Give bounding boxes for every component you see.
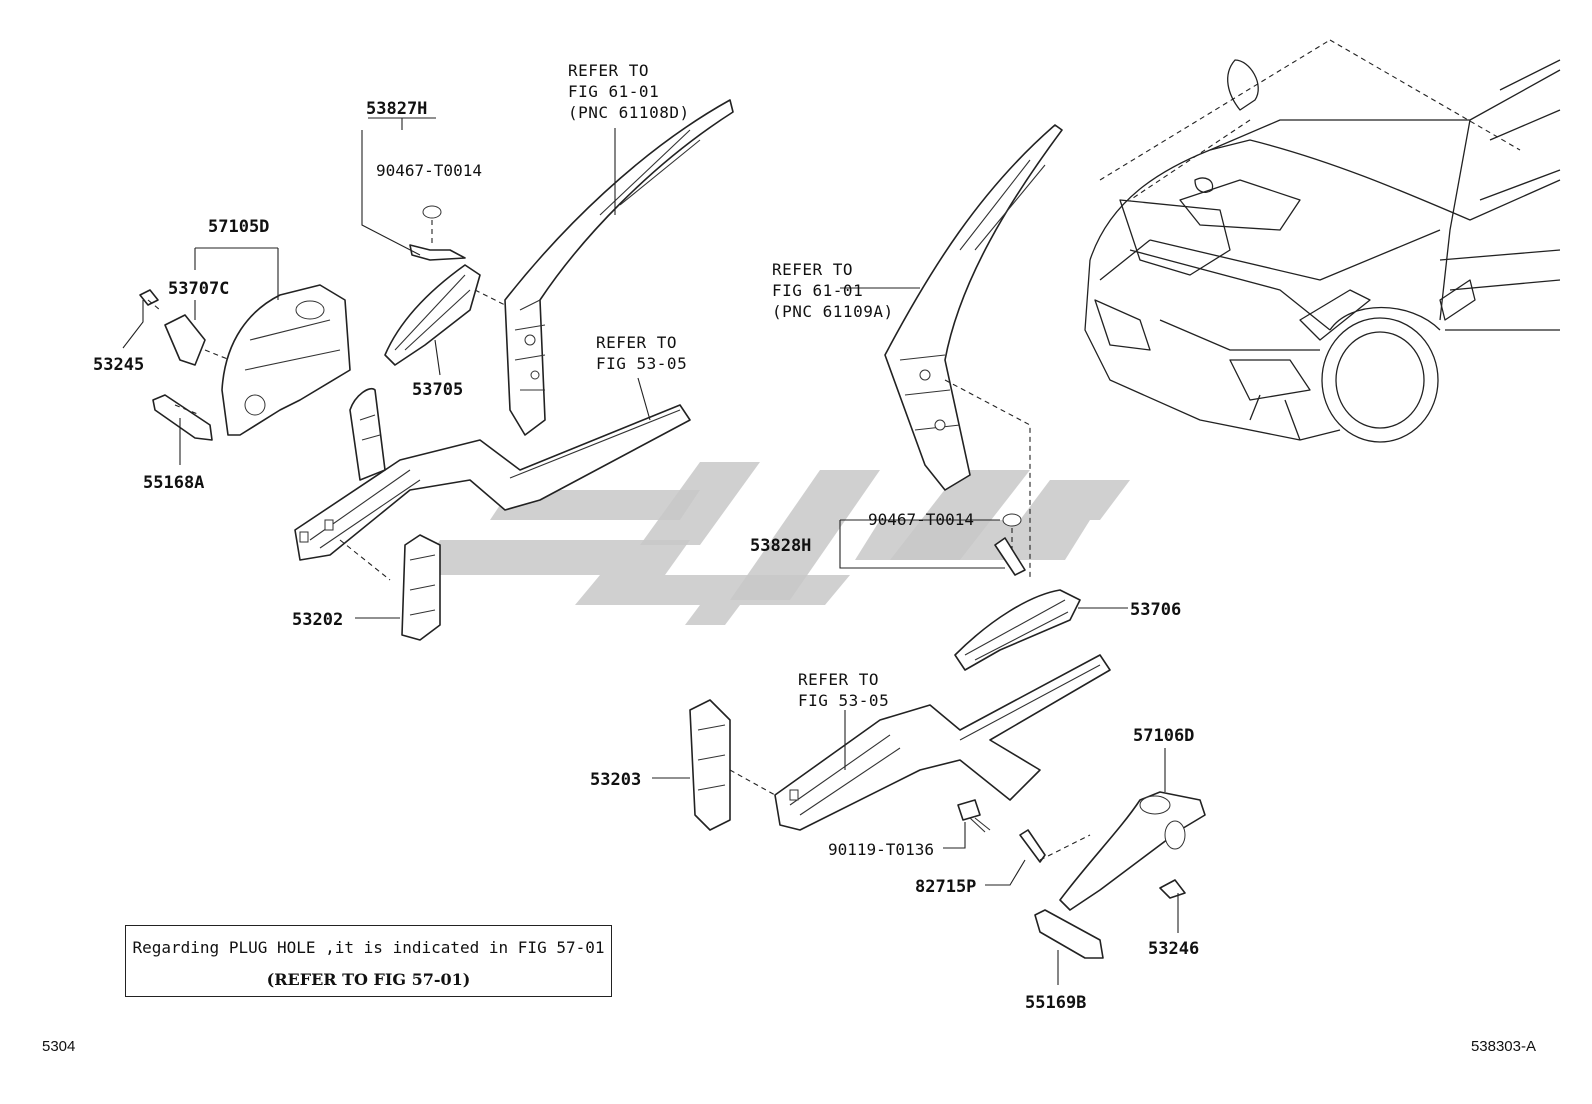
part-53706 [954,513,1081,671]
svg-text:REFER TO: REFER TO [596,333,677,352]
plug-hole-note: Regarding PLUG HOLE ,it is indicated in … [125,925,612,997]
a-pillar-left [504,99,734,436]
label-57105D: 57105D [208,217,269,237]
part-55169B [1034,909,1104,959]
part-90119-T0136 [957,799,991,833]
part-55168A [152,394,213,441]
label-53706: 53706 [1130,600,1181,620]
svg-text:REFER TO: REFER TO [772,260,853,279]
svg-text:REFER TO: REFER TO [568,61,649,80]
part-53707C [164,314,206,366]
label-55169B: 55169B [1025,993,1086,1013]
watermark-logo [420,462,1130,625]
refer-note-53-05-right: REFER TO FIG 53-05 [798,670,889,710]
label-53203: 53203 [590,770,641,790]
part-53245 [139,289,159,306]
svg-text:FIG 61-01: FIG 61-01 [568,82,659,101]
a-pillar-right [884,124,1063,491]
assembly-dashed-lines [147,220,1091,861]
svg-text:FIG 61-01: FIG 61-01 [772,281,863,300]
label-82715P: 82715P [915,877,976,897]
label-53202: 53202 [292,610,343,630]
label-57106D: 57106D [1133,726,1194,746]
label-90119-T0136: 90119-T0136 [828,840,934,859]
part-82715P [1019,829,1046,863]
svg-text:FIG 53-05: FIG 53-05 [596,354,687,373]
vehicle-overview-illustration [1084,39,1561,443]
part-53202 [401,534,441,641]
label-90467-T0014-right: 90467-T0014 [868,510,974,529]
page-number: 5304 [42,1038,76,1055]
note-text: Regarding PLUG HOLE ,it is indicated in … [132,938,605,957]
label-53245: 53245 [93,355,144,375]
label-53827H: 53827H [366,99,427,119]
side-member-left [294,388,691,561]
part-53203 [689,699,731,831]
part-57105D [221,284,351,436]
leader-lines [122,117,1179,985]
illustration-id: 538303-A [1470,1038,1536,1055]
part-57106D [1059,791,1206,911]
svg-text:FIG 53-05: FIG 53-05 [798,691,889,710]
svg-text:(PNC 61108D): (PNC 61108D) [568,103,690,122]
label-53828H: 53828H [750,536,811,556]
note-reference: (REFER TO FIG 57-01) [266,970,471,989]
label-53246: 53246 [1148,939,1199,959]
label-55168A: 55168A [143,473,204,493]
label-90467-T0014-left: 90467-T0014 [376,161,482,180]
svg-text:(PNC 61109A): (PNC 61109A) [772,302,894,321]
svg-text:REFER TO: REFER TO [798,670,879,689]
refer-note-61109A: REFER TO FIG 61-01 (PNC 61109A) [772,260,894,321]
refer-note-53-05-left: REFER TO FIG 53-05 [596,333,687,373]
part-53246 [1159,879,1186,899]
label-53707C: 53707C [168,279,229,299]
refer-note-61108D: REFER TO FIG 61-01 (PNC 61108D) [568,61,690,122]
side-member-right [774,654,1111,831]
part-53705 [384,205,481,366]
label-53705: 53705 [412,380,463,400]
